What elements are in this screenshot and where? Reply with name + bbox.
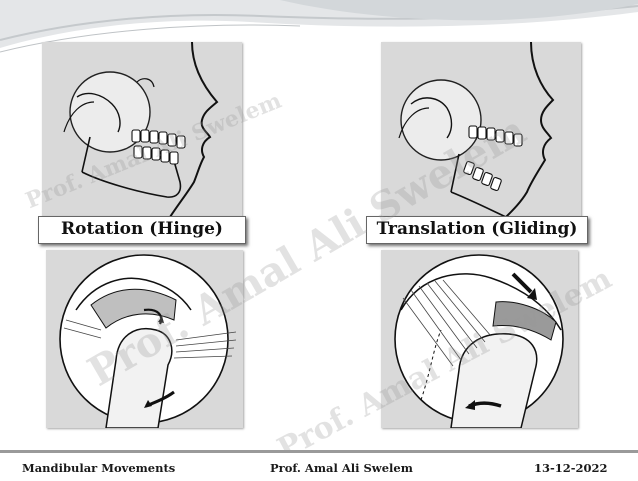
footer-title: Mandibular Movements [22,461,176,475]
rotation-hinge-label: Rotation (Hinge) [38,216,246,244]
translation-tmj-diagram [381,250,578,428]
header-wave-decoration [0,0,638,53]
rotation-profile-illustration [42,42,242,217]
translation-gliding-label: Translation (Gliding) [366,216,588,244]
footer-bar: Mandibular Movements Prof. Amal Ali Swel… [0,450,638,481]
translation-profile-illustration [381,42,581,217]
footer-date: 13-12-2022 [534,461,608,475]
rotation-tmj-diagram [46,250,243,428]
footer-author: Prof. Amal Ali Swelem [270,461,413,475]
